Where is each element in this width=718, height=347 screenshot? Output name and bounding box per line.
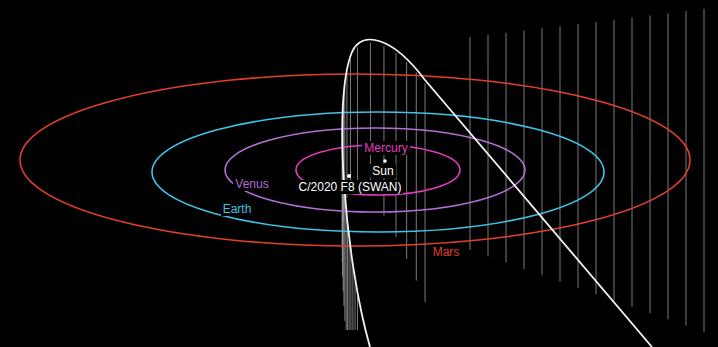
height-line [668, 13, 669, 319]
height-line [350, 254, 351, 330]
height-line [406, 62, 407, 259]
planet-label: Earth [221, 202, 254, 216]
height-line [560, 26, 561, 281]
height-line [347, 226, 348, 330]
height-line [346, 212, 347, 330]
height-lines [342, 9, 704, 332]
height-line [349, 240, 350, 330]
sun-label: Sun [370, 164, 395, 178]
height-line [350, 59, 351, 189]
earth-orbit [152, 112, 604, 232]
planet-label: Mercury [362, 141, 409, 155]
height-line [355, 282, 356, 330]
height-line [352, 268, 353, 330]
comet-dot [347, 174, 351, 178]
height-line [614, 20, 615, 301]
height-line [686, 11, 687, 325]
height-line [650, 15, 651, 313]
height-line [596, 22, 597, 294]
planet-label: Venus [233, 177, 270, 191]
height-line [578, 24, 579, 288]
height-line [506, 33, 507, 263]
height-line [357, 47, 358, 185]
height-line [470, 37, 471, 250]
sun-dot [383, 159, 387, 163]
height-line [632, 18, 633, 307]
planet-label: Mars [431, 245, 462, 259]
height-line [524, 31, 525, 269]
height-line [542, 28, 543, 275]
height-line [344, 198, 345, 321]
height-line [488, 35, 489, 256]
venus-orbit [225, 128, 525, 212]
height-line [416, 72, 417, 281]
height-line [704, 9, 705, 332]
comet-label: C/2020 F8 (SWAN) [297, 180, 404, 194]
height-line [425, 83, 426, 302]
mars-orbit [20, 74, 690, 246]
height-line [357, 295, 358, 330]
